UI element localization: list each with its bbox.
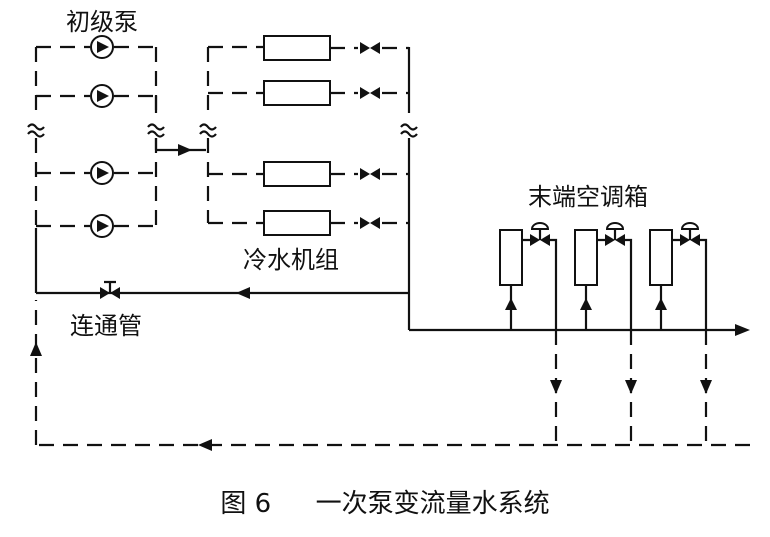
flow-arrow-icon [505,298,517,310]
pump-icon [90,84,114,108]
chiller-unit [263,161,331,187]
label-terminal-ahu: 末端空调箱 [528,183,648,211]
control-valve-icon [680,222,700,246]
flow-arrow-icon [550,380,562,394]
break-mark-pump-left [27,123,45,138]
terminal-ahu-3 [649,222,712,445]
control-valve-icon [605,222,625,246]
chiller-unit [263,35,331,61]
break-mark-chiller-right [400,123,418,138]
water-system-diagram: 初级泵 冷水机组 [27,8,750,451]
valve-icon [360,87,380,99]
control-valve-icon [530,222,550,246]
bypass-valve-icon [100,280,120,299]
valve-icon [360,217,380,229]
break-mark-chiller-left [199,123,217,138]
flow-arrow-icon [30,342,42,356]
label-bypass-pipe: 连通管 [70,312,142,340]
flow-arrow-icon [178,144,192,156]
flow-arrow-icon [655,298,667,310]
flow-arrow-icon [236,287,250,299]
chiller-unit [263,80,331,106]
flow-arrow-icon [580,298,592,310]
label-primary-pump: 初级泵 [66,8,138,36]
label-chiller-units: 冷水机组 [243,246,339,274]
break-mark-pump-right [147,123,165,138]
pump-icon [90,214,114,238]
primary-pump-group [27,35,206,238]
chiller-group [199,35,418,330]
return-main [30,300,750,451]
valve-icon [360,42,380,54]
figure-number: 图 6 [220,489,272,519]
flow-arrow-icon [735,324,750,336]
chiller-unit [263,210,331,236]
valve-icon [360,168,380,180]
terminal-ahu-2 [574,222,637,445]
flow-arrow-icon [198,439,212,451]
bypass-pipe [34,228,409,299]
flow-arrow-icon [625,380,637,394]
flow-arrow-icon [700,380,712,394]
pump-icon [90,161,114,185]
figure-title: 一次泵变流量水系统 [315,489,550,519]
supply-main [409,324,750,336]
terminal-ahu-1 [499,222,562,445]
figure-caption: 图 6 一次泵变流量水系统 [0,483,770,520]
pump-icon [90,35,114,59]
